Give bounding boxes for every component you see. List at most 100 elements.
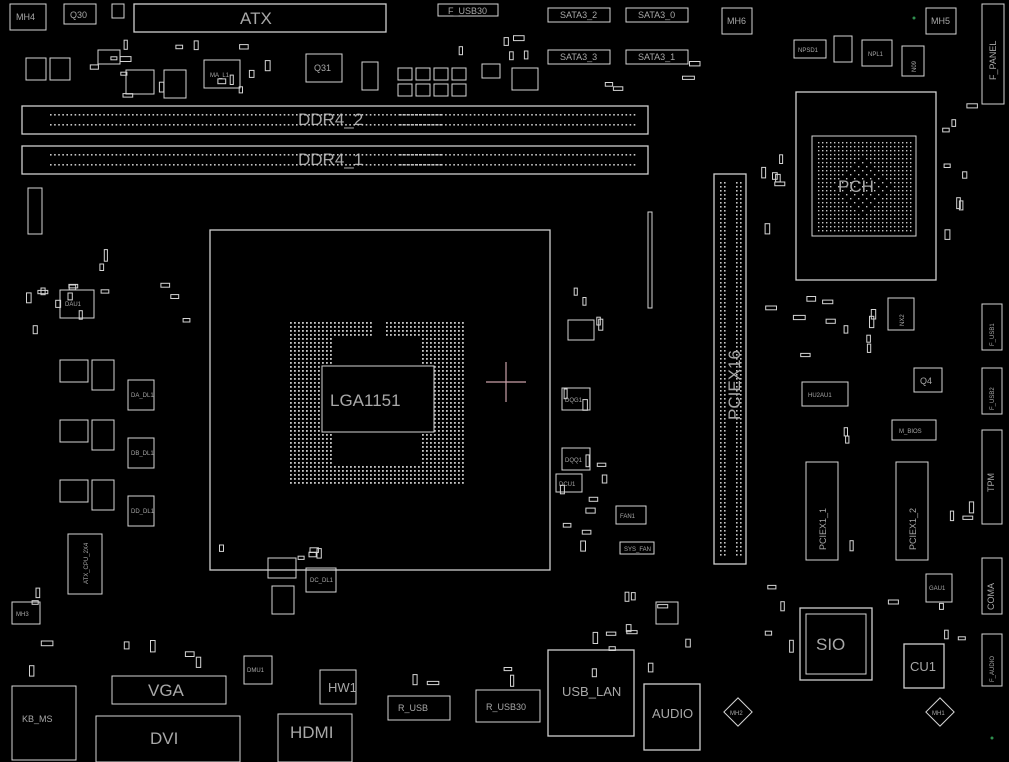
dimm-pin [617, 154, 619, 156]
pch-ball [890, 178, 892, 180]
cpu-land [422, 466, 424, 468]
pch-ball [886, 218, 888, 220]
pcie-pin [740, 446, 742, 448]
cpu-land [318, 422, 320, 424]
cpu-land [310, 330, 312, 332]
mosfet [91, 479, 115, 511]
cpu-land [314, 322, 316, 324]
cpu-land [446, 474, 448, 476]
cpu-land [454, 398, 456, 400]
cpu-land [310, 378, 312, 380]
cpu-land [462, 446, 464, 448]
dimm-pin [457, 164, 459, 166]
cpu-land [446, 382, 448, 384]
cpu-land [434, 366, 436, 368]
mosfet [59, 359, 89, 383]
cpu-land [402, 482, 404, 484]
cpu-land [318, 346, 320, 348]
cpu-land [382, 482, 384, 484]
cpu-land [446, 442, 448, 444]
pch-ball [834, 218, 836, 220]
cpu-land [326, 470, 328, 472]
cpu-land [446, 342, 448, 344]
dimm-pin [410, 124, 413, 126]
dimm-pin [543, 164, 546, 166]
pcie-pin [720, 274, 722, 276]
cpu-land [326, 362, 328, 364]
dimm-pin [382, 164, 384, 166]
pcie-pin [724, 462, 726, 464]
smd-part [962, 171, 968, 179]
pcie-pin [736, 378, 738, 380]
dimm-pin [555, 124, 558, 126]
cpu-land [442, 474, 444, 476]
cpu-land [334, 322, 336, 324]
pcie-pin [720, 362, 722, 364]
pciex1-2-slot [895, 461, 929, 561]
cpu-land [298, 330, 300, 332]
dimm-pin [304, 114, 306, 116]
dimm-pin [173, 164, 175, 166]
cpu-land [438, 450, 440, 452]
cpu-land [450, 386, 452, 388]
smd-part [689, 61, 701, 67]
pch-ball [846, 206, 848, 208]
cpu-land [318, 454, 320, 456]
dimm-pin [469, 154, 472, 156]
cpu-land [398, 322, 400, 324]
cpu-land [358, 326, 360, 328]
cpu-land [454, 410, 456, 412]
cpu-land [290, 378, 292, 380]
pcie-pin [724, 202, 726, 204]
cpu-land [366, 474, 368, 476]
lga1151-socket [209, 229, 551, 571]
cpu-land [454, 450, 456, 452]
pciex16-slot [713, 173, 747, 565]
cpu-land [290, 346, 292, 348]
cpu-land [306, 326, 308, 328]
cpu-land [398, 326, 400, 328]
dimm-pin [625, 124, 628, 126]
pch-ball [830, 154, 832, 156]
smd-part [40, 640, 54, 647]
pch-ball [830, 166, 832, 168]
cpu-land [366, 482, 368, 484]
pcie-pin [724, 266, 726, 268]
cpu-land [426, 474, 428, 476]
cpu-land [310, 438, 312, 440]
dimm-pin [369, 164, 372, 166]
dimm-pin [625, 164, 628, 166]
cpu-land [294, 398, 296, 400]
pch-ball [890, 230, 892, 232]
cpu-land [302, 454, 304, 456]
cpu-land [438, 422, 440, 424]
cpu-land [442, 362, 444, 364]
f-usb30-connector [437, 3, 499, 17]
dimm-pin [193, 154, 196, 156]
pcie-pin [724, 362, 726, 364]
pch-ball [898, 202, 900, 204]
cpu-land [442, 454, 444, 456]
cpu-land [294, 438, 296, 440]
dimm-pin [107, 164, 109, 166]
dcu1-outline [555, 473, 583, 493]
pch-ball [910, 194, 912, 196]
pch-ball [858, 142, 860, 144]
pcie-pin [740, 394, 742, 396]
smd-part [26, 292, 32, 304]
pch-ball [886, 210, 888, 212]
dimm-pin [99, 124, 101, 126]
cpu-land [294, 422, 296, 424]
cpu-land [326, 342, 328, 344]
pch-ball [838, 230, 840, 232]
cpu-land [290, 478, 292, 480]
cpu-land [442, 422, 444, 424]
pcie-pin [740, 250, 742, 252]
cpu-land [418, 326, 420, 328]
pcie-pin [740, 402, 742, 404]
cpu-land [310, 322, 312, 324]
dimm-pin [291, 114, 294, 116]
dqq1-label: DQQ1 [565, 458, 583, 464]
dimm-pin [365, 164, 368, 166]
dimm-pin [349, 164, 351, 166]
